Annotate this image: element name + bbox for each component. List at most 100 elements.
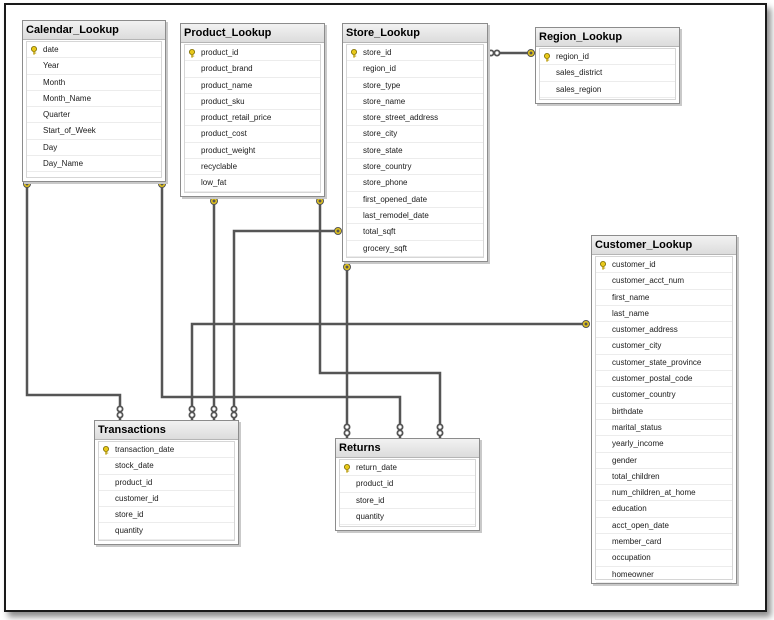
field-row[interactable]: product_brand [185, 61, 320, 78]
field-row[interactable]: store_street_address [347, 110, 483, 127]
field-row[interactable]: return_date [340, 460, 475, 477]
field-name: member_card [612, 537, 662, 547]
field-row[interactable]: customer_country [596, 387, 732, 404]
field-row[interactable]: customer_id [99, 491, 234, 508]
field-name: store_name [363, 96, 406, 106]
field-row[interactable]: store_name [347, 94, 483, 111]
field-name: date [43, 45, 59, 54]
field-row[interactable]: total_sqft [347, 224, 483, 241]
field-row[interactable]: region_id [540, 49, 675, 66]
key-icon [188, 48, 196, 58]
link-calendar-returns[interactable] [160, 182, 402, 438]
field-row[interactable]: birthdate [596, 404, 732, 420]
field-row[interactable]: region_id [347, 61, 483, 78]
field-row[interactable]: Start_of_Week [27, 123, 161, 140]
infinity-endpoint-icon [210, 405, 218, 419]
field-row[interactable]: store_type [347, 78, 483, 94]
link-store-transactions[interactable] [232, 229, 337, 420]
link-product-returns[interactable] [318, 198, 442, 438]
field-row[interactable]: product_retail_price [185, 110, 320, 127]
field-name: sales_district [556, 68, 603, 78]
field-row[interactable]: store_city [347, 126, 483, 143]
field-row[interactable]: store_state [347, 143, 483, 160]
field-row[interactable]: customer_postal_code [596, 371, 732, 388]
field-name: birthdate [612, 406, 644, 416]
field-name: store_id [115, 510, 144, 520]
link-customer-transactions[interactable] [190, 322, 588, 420]
field-row[interactable]: date [27, 42, 161, 59]
field-row[interactable]: customer_id [596, 257, 732, 274]
field-row[interactable]: store_id [340, 493, 475, 509]
field-row[interactable]: sales_region [540, 82, 675, 98]
field-name: total_sqft [363, 227, 396, 237]
field-row[interactable]: grocery_sqft [347, 241, 483, 257]
field-row[interactable]: Year [27, 58, 161, 75]
field-row[interactable]: num_children_at_home [596, 485, 732, 502]
field-row[interactable]: last_name [596, 306, 732, 323]
field-name: Day [43, 142, 58, 152]
field-row[interactable]: stock_date [99, 458, 234, 475]
field-row[interactable]: store_country [347, 159, 483, 176]
field-row[interactable]: store_phone [347, 175, 483, 192]
field-row[interactable]: yearly_income [596, 436, 732, 453]
table-title: Region_Lookup [536, 28, 679, 47]
field-row[interactable]: Day [27, 140, 161, 157]
field-row[interactable]: store_id [99, 507, 234, 524]
field-name: customer_acct_num [612, 276, 685, 286]
field-name: product_weight [201, 145, 256, 155]
field-name: customer_country [612, 390, 676, 400]
field-row[interactable]: quantity [99, 523, 234, 540]
field-row[interactable]: occupation [596, 550, 732, 567]
infinity-endpoint-icon [436, 423, 444, 437]
field-row[interactable]: homeowner [596, 567, 732, 583]
field-name: stock_date [115, 461, 154, 471]
field-row[interactable]: product_id [340, 476, 475, 493]
field-row[interactable]: customer_address [596, 322, 732, 339]
field-row[interactable]: member_card [596, 534, 732, 551]
field-row[interactable]: Quarter [27, 107, 161, 124]
field-name: store_phone [363, 178, 408, 188]
field-name: first_opened_date [363, 194, 428, 204]
field-name: product_name [201, 80, 253, 90]
table-customer-lookup[interactable]: Customer_Lookup customer_id customer_acct… [591, 235, 737, 584]
field-row[interactable]: first_opened_date [347, 192, 483, 208]
table-title: Customer_Lookup [592, 236, 736, 255]
field-row[interactable]: sales_district [540, 65, 675, 82]
field-row[interactable]: customer_acct_num [596, 273, 732, 290]
field-row[interactable]: product_weight [185, 143, 320, 160]
field-row[interactable]: gender [596, 453, 732, 469]
field-row[interactable]: customer_city [596, 338, 732, 355]
field-row[interactable]: transaction_date [99, 442, 234, 459]
field-row[interactable]: low_fat [185, 175, 320, 192]
field-row[interactable]: marital_status [596, 420, 732, 437]
field-row[interactable]: total_children [596, 469, 732, 486]
field-row[interactable]: product_sku [185, 94, 320, 111]
link-calendar-transactions[interactable] [25, 182, 122, 420]
field-row[interactable]: customer_state_province [596, 355, 732, 372]
field-row[interactable]: last_remodel_date [347, 208, 483, 225]
field-row[interactable]: recyclable [185, 159, 320, 176]
field-row[interactable]: product_id [99, 475, 234, 491]
field-row[interactable]: product_cost [185, 126, 320, 143]
field-row[interactable]: acct_open_date [596, 518, 732, 535]
field-row[interactable]: store_id [347, 45, 483, 62]
field-row[interactable]: education [596, 501, 732, 518]
field-row[interactable]: Day_Name [27, 156, 161, 173]
field-row[interactable]: first_name [596, 290, 732, 306]
table-title: Store_Lookup [343, 24, 487, 43]
field-row[interactable]: Month [27, 75, 161, 91]
field-row[interactable]: quantity [340, 509, 475, 526]
field-row[interactable]: product_id [185, 45, 320, 62]
field-row[interactable]: Month_Name [27, 91, 161, 108]
field-list: region_id sales_district sales_region [539, 48, 676, 100]
field-name: grocery_sqft [363, 243, 408, 253]
field-row[interactable]: product_name [185, 78, 320, 94]
